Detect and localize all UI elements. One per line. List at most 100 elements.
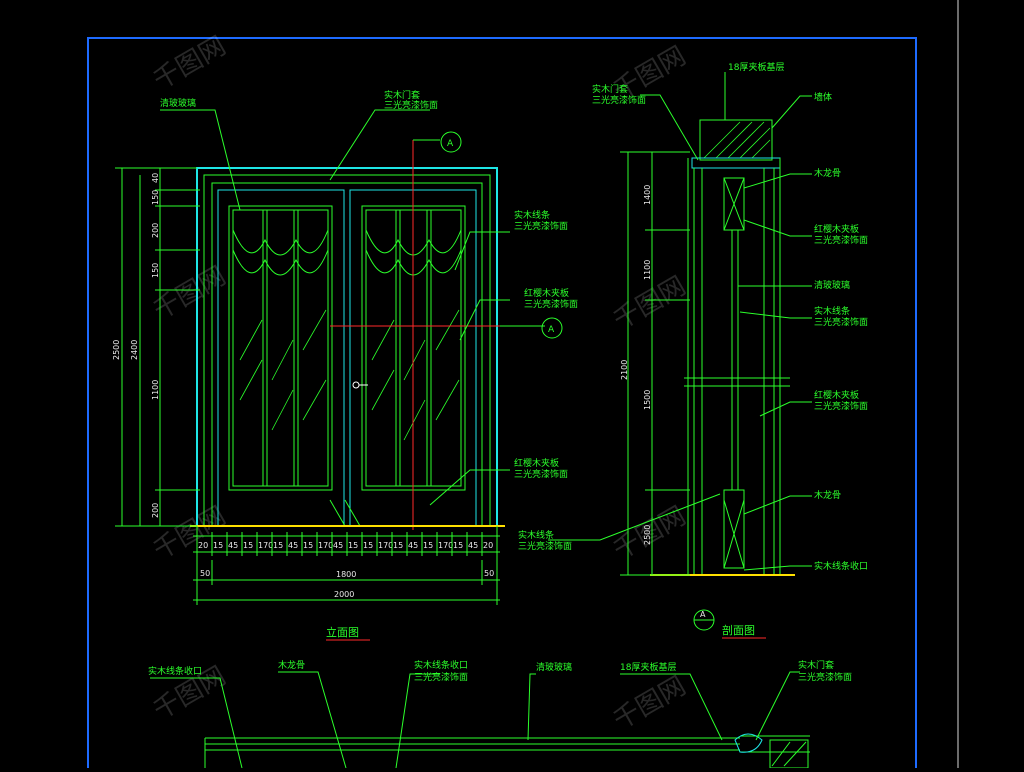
door-outer-frame — [196, 167, 498, 527]
arch-ornament-left — [232, 249, 329, 276]
door-frame-inner — [203, 174, 491, 527]
glass-hatch — [239, 309, 460, 441]
rail-bottom — [723, 489, 745, 569]
dim-vertical-outer: 2500 — [112, 340, 121, 360]
dim-bottom-segment: 20 — [198, 541, 208, 550]
label-glass: 清玻玻璃 — [814, 279, 850, 291]
dim-bottom-segment: 15 — [453, 541, 463, 550]
plan-view — [150, 671, 810, 769]
label-edge-strip: 实木线条 — [514, 209, 550, 221]
rail-top — [723, 177, 745, 231]
dim-bottom-segment: 15 — [273, 541, 283, 550]
section-dim: 2100 — [620, 360, 629, 380]
label-top-board: 18厚夹板基层 — [728, 61, 784, 73]
section-dim: 1100 — [643, 260, 652, 280]
dim-vertical-part: 1100 — [151, 380, 160, 400]
rail-mark — [329, 499, 346, 527]
dim-bottom-segment: 20 — [483, 541, 493, 550]
door-leaf-left — [217, 189, 345, 527]
plan-label-strip: 实木线条收口 — [414, 659, 468, 671]
label-panel-a: 三光亮漆饰面 — [524, 298, 578, 310]
dim-vertical-part: 200 — [151, 223, 160, 238]
label-panel1: 红樱木夹板 — [814, 223, 859, 235]
section-leaders — [548, 72, 812, 571]
watermark: 千图网 — [609, 671, 692, 736]
section-marker-label: A — [548, 325, 555, 335]
watermark: 千图网 — [149, 261, 232, 326]
section-marker-circle — [541, 317, 563, 339]
label-panel-a: 红樱木夹板 — [524, 287, 569, 299]
label-strip: 三光亮漆饰面 — [814, 316, 868, 328]
drawing-border — [87, 37, 917, 772]
label-strip2: 实木线条 — [518, 529, 554, 541]
label-bottom-edge: 实木线条收口 — [814, 560, 868, 572]
glass-panel-left-inner — [232, 209, 329, 487]
dim-bottom-segment: 45 — [228, 541, 238, 550]
elevation-vertical-dims — [115, 167, 200, 527]
label-frame1: 木龙骨 — [814, 167, 841, 179]
dim-bottom-segment: 170 — [258, 541, 273, 550]
dim-vertical-part: 40 — [151, 173, 160, 183]
elevation-title: 立面图 — [326, 625, 359, 639]
watermark-group: 千图网 千图网 千图网 千图网 千图网 千图网 千图网 千图网 — [149, 31, 692, 736]
label-panel-b: 红樱木夹板 — [514, 457, 559, 469]
elevation-leaders — [160, 109, 510, 506]
section-marker-circle — [440, 131, 462, 153]
dim-bottom-sub: 50 — [484, 569, 494, 578]
plan-label-glass: 清玻玻璃 — [536, 661, 572, 673]
dim-vertical-inner: 2400 — [130, 340, 139, 360]
section-dim: 1500 — [643, 390, 652, 410]
label-strip2: 三光亮漆饰面 — [518, 540, 572, 552]
label-frame2: 木龙骨 — [814, 489, 841, 501]
label-panel1: 三光亮漆饰面 — [814, 234, 868, 246]
plan-wall — [769, 739, 809, 769]
dim-bottom-segment: 15 — [213, 541, 223, 550]
wall-block — [699, 119, 773, 161]
dim-bottom-segment: 15 — [423, 541, 433, 550]
plan-label-frame: 木龙骨 — [278, 659, 305, 671]
arch-ornament-left — [232, 229, 329, 256]
section-marker-label: A — [700, 610, 706, 619]
label-trim: 三光亮漆饰面 — [592, 94, 646, 106]
plan-label-edge: 实木线条收口 — [148, 665, 202, 677]
watermark: 千图网 — [149, 31, 232, 96]
glass-panel-left — [228, 205, 333, 491]
dim-bottom-segment: 45 — [288, 541, 298, 550]
dim-total-outer: 2000 — [334, 590, 354, 599]
label-door-frame: 三光亮漆饰面 — [384, 99, 438, 111]
plan-label-strip: 三光亮漆饰面 — [414, 671, 468, 683]
dim-bottom-segment: 45 — [408, 541, 418, 550]
label-edge-strip: 三光亮漆饰面 — [514, 220, 568, 232]
section-title: 剖面图 — [722, 623, 755, 637]
label-strip: 实木线条 — [814, 305, 850, 317]
dim-total-inner: 1800 — [336, 570, 356, 579]
label-wall: 墙体 — [814, 91, 832, 103]
dim-bottom-segment: 15 — [348, 541, 358, 550]
dim-bottom-segment: 45 — [333, 541, 343, 550]
dim-bottom-segment: 45 — [468, 541, 478, 550]
label-panel2: 红樱木夹板 — [814, 389, 859, 401]
label-top-glass: 清玻玻璃 — [160, 97, 196, 109]
watermark: 千图网 — [149, 501, 232, 566]
dim-bottom-sub: 50 — [200, 569, 210, 578]
wall-hatch — [703, 121, 771, 159]
plan-label-board: 18厚夹板基层 — [620, 661, 676, 673]
door-frame-inner-2 — [211, 182, 483, 527]
dim-bottom-segment: 15 — [243, 541, 253, 550]
label-panel-b: 三光亮漆饰面 — [514, 468, 568, 480]
dim-bottom-segment: 15 — [393, 541, 403, 550]
dim-bottom-segment: 15 — [363, 541, 373, 550]
rail-mark — [344, 499, 361, 527]
section-marker-label: A — [447, 139, 454, 149]
door-handle — [352, 381, 360, 389]
label-trim: 实木门套 — [592, 83, 628, 95]
section-view — [620, 119, 795, 631]
plan-label-trim: 三光亮漆饰面 — [798, 671, 852, 683]
dim-bottom-segment: 15 — [303, 541, 313, 550]
dim-bottom-segment: 170 — [438, 541, 453, 550]
dim-bottom-segment: 170 — [318, 541, 333, 550]
section-dim: 1400 — [643, 185, 652, 205]
dim-bottom-segment: 170 — [378, 541, 393, 550]
dim-vertical-part: 150 — [151, 263, 160, 278]
